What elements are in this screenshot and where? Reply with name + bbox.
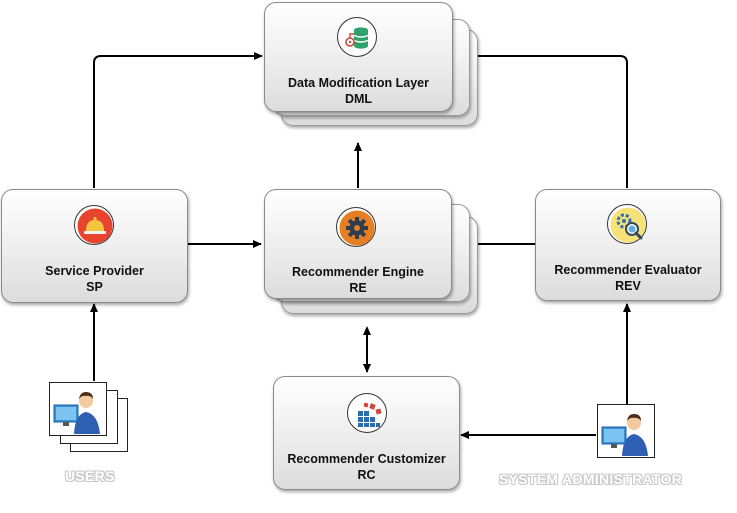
sp-title: Service Provider [45, 264, 144, 278]
users-label: USERS [65, 468, 115, 484]
sysadmin-label: SYSTEM ADMINISTRATOR [499, 471, 683, 487]
rc-abbrev: RC [357, 468, 376, 482]
recommender-engine-box: Recommender Engine RE [264, 189, 452, 299]
service-bell-icon [74, 205, 114, 245]
sp-abbrev: SP [86, 280, 103, 294]
rev-label: Recommender Evaluator REV [536, 262, 720, 294]
dml-label: Data Modification Layer DML [265, 75, 452, 107]
recommender-evaluator-box: Recommender Evaluator REV [535, 189, 721, 301]
re-abbrev: RE [349, 281, 367, 295]
user-at-computer-icon [601, 414, 648, 456]
sp-label: Service Provider SP [2, 263, 187, 295]
rc-label: Recommender Customizer RC [274, 451, 459, 483]
rev-title: Recommender Evaluator [554, 263, 702, 277]
dml-box: Data Modification Layer DML [264, 2, 453, 112]
rev-abbrev: REV [615, 279, 641, 293]
blocks-icon [347, 393, 387, 433]
dml-title: Data Modification Layer [288, 76, 429, 90]
arrow-rev-to-dml [454, 52, 628, 188]
service-provider-box: Service Provider SP [1, 189, 188, 303]
arrow-sp-to-dml [93, 52, 263, 188]
sysadmin-card [597, 404, 655, 458]
re-title: Recommender Engine [292, 265, 424, 279]
database-icon [337, 17, 377, 57]
users-card-front [49, 382, 107, 436]
recommender-customizer-box: Recommender Customizer RC [273, 376, 460, 490]
rc-title: Recommender Customizer [287, 452, 446, 466]
dml-abbrev: DML [344, 92, 373, 106]
gears-magnifier-icon [607, 204, 647, 244]
gear-icon [336, 207, 376, 247]
re-label: Recommender Engine RE [265, 264, 451, 296]
user-at-computer-icon [53, 392, 100, 434]
